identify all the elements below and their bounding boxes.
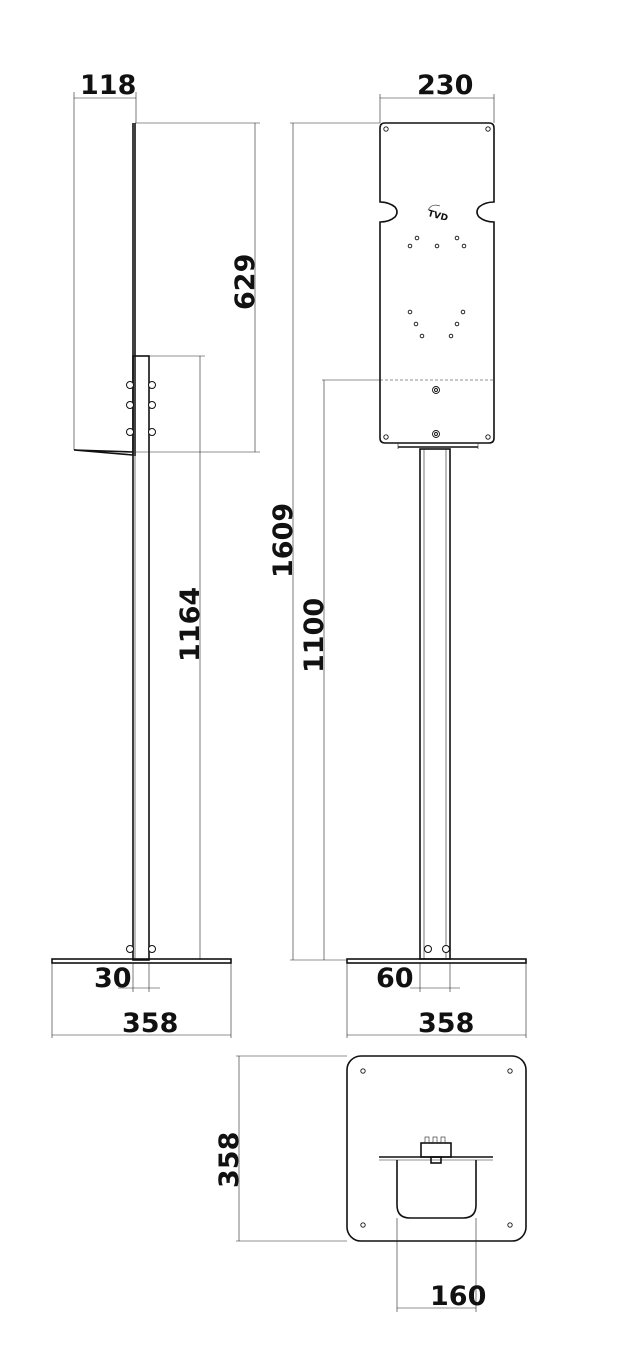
dim-front-base-width: 358 xyxy=(418,1008,474,1039)
top-cutout xyxy=(396,1160,477,1219)
dim-side-pole-thickness: 30 xyxy=(94,963,132,994)
dim-side-pole-height: 1164 xyxy=(175,587,206,662)
side-panel xyxy=(73,123,134,456)
dim-front-total-height: 1609 xyxy=(268,503,299,578)
top-corner-holes xyxy=(360,1068,513,1228)
dim-top-base-depth: 358 xyxy=(214,1132,245,1188)
dim-front-pole-width: 60 xyxy=(376,963,414,994)
top-view: 358 160 xyxy=(214,1055,527,1312)
front-panel xyxy=(379,122,495,444)
dim-top-cutout-width: 160 xyxy=(430,1281,486,1312)
side-view: 118 629 1164 30 358 xyxy=(51,70,261,1039)
front-corner-holes xyxy=(383,126,491,440)
front-view: TVD 230 1609 1100 60 358 xyxy=(268,70,527,1039)
front-pole xyxy=(419,448,451,960)
svg-text:TVD: TVD xyxy=(426,209,448,224)
dim-side-base-width: 358 xyxy=(122,1008,178,1039)
front-base-plate xyxy=(346,958,527,964)
top-pole-foot xyxy=(420,1142,452,1158)
side-base-plate xyxy=(51,958,232,964)
side-bracket xyxy=(132,355,150,961)
front-lower-holes xyxy=(407,309,466,339)
dim-side-panel-height: 629 xyxy=(230,254,261,310)
side-bolts xyxy=(126,381,156,953)
front-upper-holes xyxy=(407,235,467,249)
dim-side-top-depth: 118 xyxy=(80,70,136,101)
dim-front-lower-height: 1100 xyxy=(299,598,330,673)
dim-front-panel-width: 230 xyxy=(417,70,473,101)
top-base-plate xyxy=(346,1055,527,1242)
logo-icon: TVD xyxy=(426,204,449,224)
